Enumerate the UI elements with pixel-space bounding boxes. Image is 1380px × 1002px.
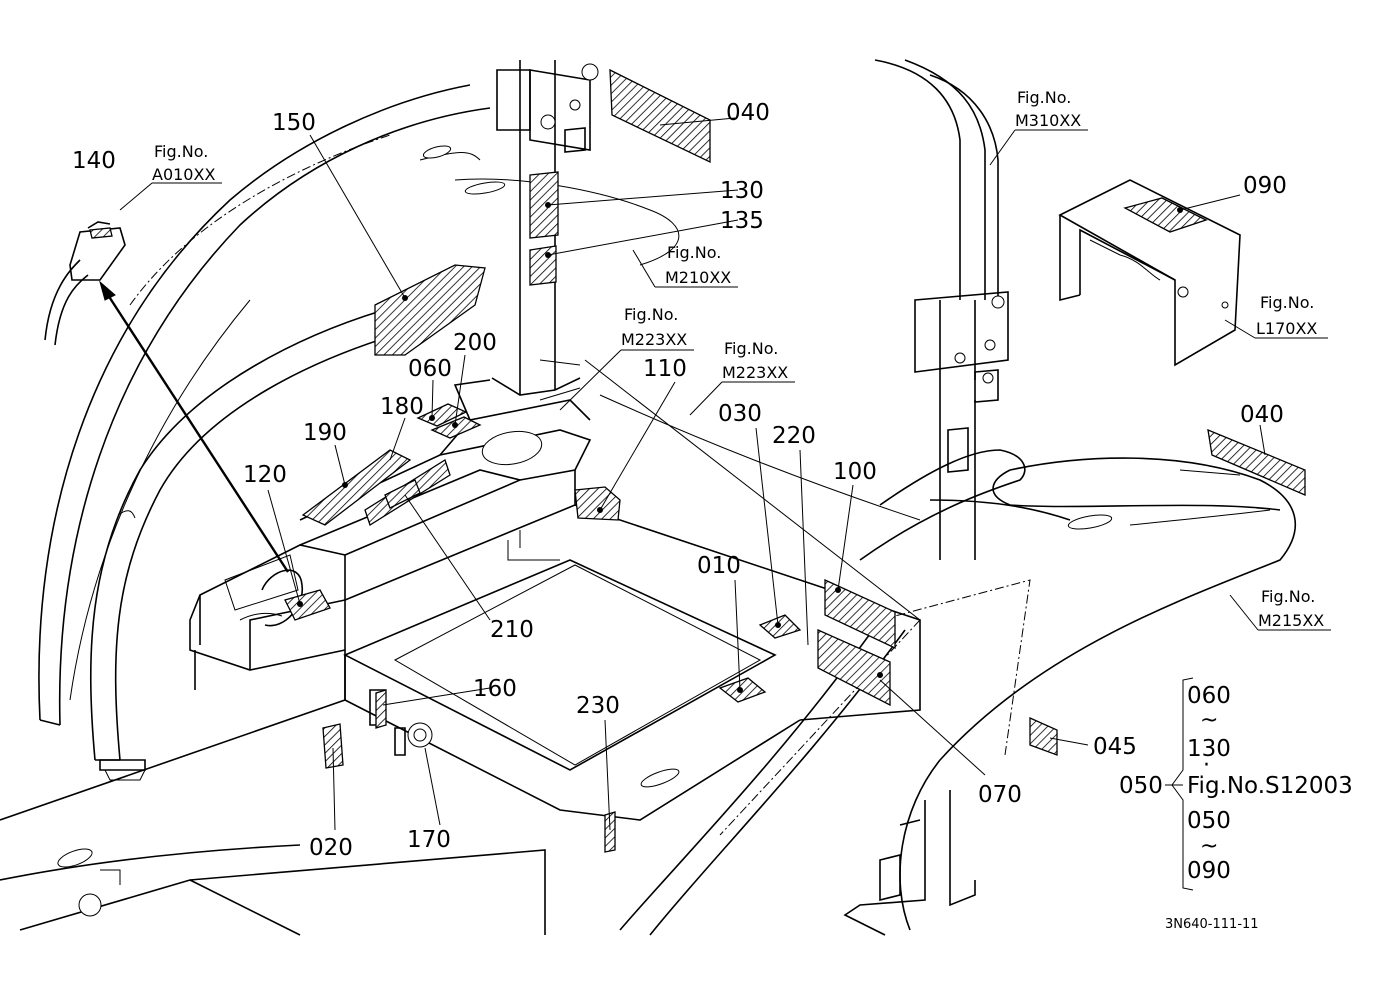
legend-brace: 060 ~ 130 · 050 Fig.No.S12003 050 ~ 090: [1119, 677, 1353, 891]
label-040-right: 040: [1240, 402, 1284, 428]
label-160: 160: [473, 676, 517, 702]
decal-100: [824, 578, 896, 650]
label-060: 060: [408, 356, 452, 382]
label-220: 220: [772, 423, 816, 449]
label-130: 130: [720, 178, 764, 204]
label-135: 135: [720, 208, 764, 234]
decal-230: [604, 811, 616, 853]
legend-group: 050: [1119, 773, 1163, 799]
legend-range1-end: 130: [1187, 736, 1231, 762]
label-140: 140: [72, 148, 116, 174]
legend-tilde-2: ~: [1200, 834, 1218, 859]
arrow-120-to-140: [99, 280, 290, 573]
label-150: 150: [272, 110, 316, 136]
fig-m210-title: Fig.No.: [667, 243, 721, 262]
decal-090: [1123, 197, 1208, 233]
fig-m223a-title: Fig.No.: [624, 305, 678, 324]
decal-110: [574, 486, 621, 521]
fig-m223b-title: Fig.No.: [724, 339, 778, 358]
legend-range1-start: 060: [1187, 683, 1231, 709]
decal-040-right: [1207, 428, 1306, 496]
fig-l170-code: L170XX: [1256, 319, 1317, 338]
console: [189, 379, 592, 700]
label-190: 190: [303, 420, 347, 446]
fig-a010-code: A010XX: [152, 165, 215, 184]
legend-range2-end: 090: [1187, 858, 1231, 884]
decal-140: [89, 227, 113, 239]
legend-figure: Fig.No.S12003: [1187, 773, 1353, 799]
fig-m310-title: Fig.No.: [1017, 88, 1071, 107]
label-070: 070: [978, 782, 1022, 808]
fender-left: [38, 84, 680, 726]
label-045: 045: [1093, 734, 1137, 760]
label-170: 170: [407, 827, 451, 853]
platform-floor: [0, 359, 921, 936]
fig-m215-title: Fig.No.: [1261, 587, 1315, 606]
drawing-number: 3N640-111-11: [1165, 917, 1259, 932]
label-180: 180: [380, 394, 424, 420]
hose-and-details: [44, 221, 581, 519]
decal-135: [529, 245, 557, 286]
fig-m210-code: M210XX: [665, 268, 731, 287]
decal-150: [374, 264, 486, 356]
decal-130: [529, 171, 559, 239]
decal-040-top: [609, 68, 711, 164]
label-030: 030: [718, 401, 762, 427]
label-210: 210: [490, 617, 534, 643]
legend-tilde-1: ~: [1200, 708, 1218, 733]
label-100: 100: [833, 459, 877, 485]
rear-step-right: [843, 790, 976, 936]
fig-references: Fig.No. A010XX Fig.No. M310XX Fig.No. M2…: [152, 88, 1324, 630]
label-110: 110: [643, 356, 687, 382]
legend-range2-start: 050: [1187, 808, 1231, 834]
decal-070: [817, 628, 891, 707]
fig-m223a-code: M223XX: [621, 330, 687, 349]
decal-060: [416, 403, 468, 427]
fig-m310-code: M310XX: [1015, 111, 1081, 130]
part-labels: 150 140 040 130 135 090 040 110 200 060 …: [72, 100, 1287, 861]
leader-lines: [119, 117, 1331, 831]
fig-l170-title: Fig.No.: [1260, 293, 1314, 312]
label-230: 230: [576, 693, 620, 719]
rops-post-right: [874, 59, 1009, 560]
decal-120: [284, 589, 331, 621]
decal-045: [1029, 716, 1058, 756]
label-010: 010: [697, 553, 741, 579]
decal-020: [322, 723, 344, 769]
label-020: 020: [309, 835, 353, 861]
label-200: 200: [453, 330, 497, 356]
fig-a010-title: Fig.No.: [154, 142, 208, 161]
label-090: 090: [1243, 173, 1287, 199]
fig-m215-code: M215XX: [1258, 611, 1324, 630]
decal-160: [375, 689, 387, 729]
label-040-top: 040: [726, 100, 770, 126]
rear-cover: [1058, 179, 1241, 367]
legend-dot: ·: [1203, 753, 1210, 778]
fig-m223b-code: M223XX: [722, 363, 788, 382]
decal-190: [301, 449, 412, 526]
decal-210: [384, 479, 421, 509]
grab-rail-left: [89, 299, 431, 781]
label-120: 120: [243, 462, 287, 488]
